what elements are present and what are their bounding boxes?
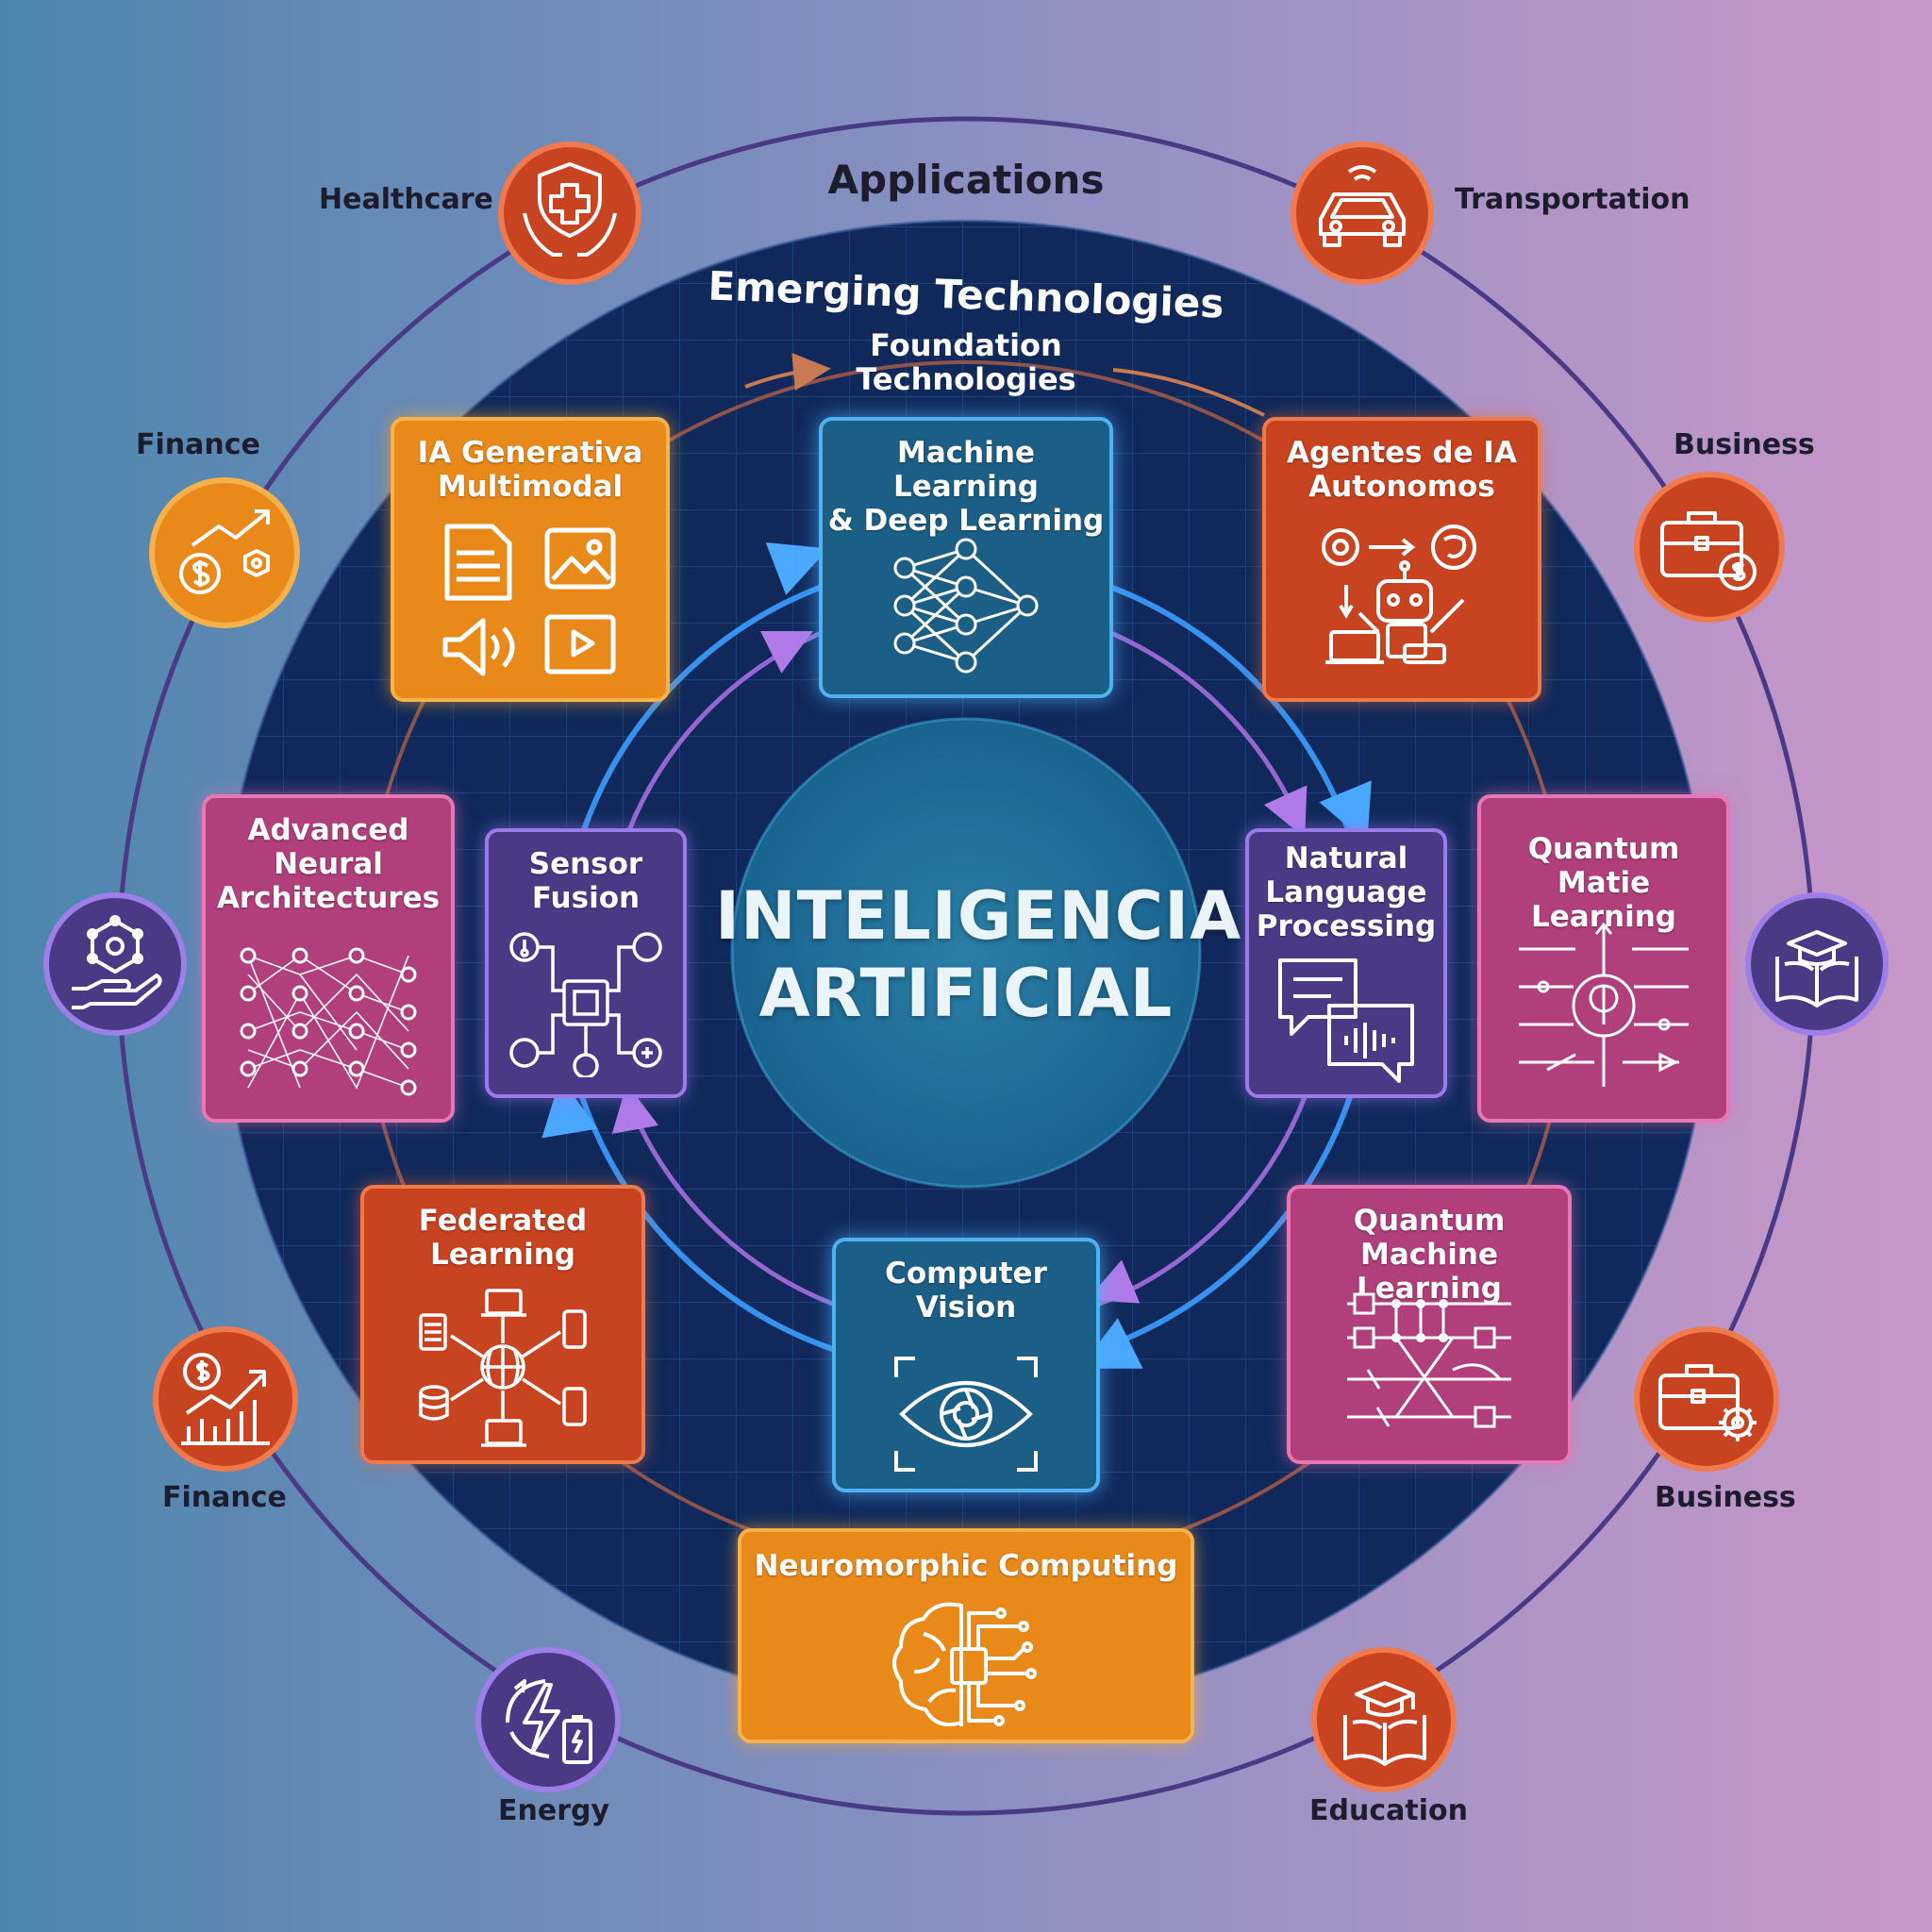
foundation-technologies-title: Foundation Technologies — [856, 327, 1076, 397]
card-title: Advanced Neural Architectures — [216, 813, 441, 915]
card-computer-vision[interactable]: Computer Vision — [832, 1238, 1100, 1492]
center-title: INTELIGENCIA ARTIFICIAL — [715, 877, 1242, 1032]
card-agentes-de-ia-autonomos[interactable]: Agentes de IA Autonomos — [1262, 417, 1541, 702]
card-title: Agentes de IA Autonomos — [1287, 436, 1517, 504]
card-natural-language-processing[interactable]: Natural Language Processing — [1245, 828, 1447, 1098]
card-title: Federated Learning — [418, 1204, 588, 1272]
book-graduation-icon — [1775, 930, 1858, 1008]
finance-bottom-node[interactable] — [153, 1326, 298, 1472]
eye-vision-icon — [894, 1357, 1038, 1472]
ai-hand-node[interactable] — [43, 892, 187, 1036]
energy-node[interactable] — [475, 1647, 621, 1792]
education-node[interactable] — [1311, 1647, 1457, 1792]
business-bottom-node[interactable] — [1634, 1326, 1779, 1472]
card-title: IA Generativa Multimodal — [417, 436, 643, 504]
finance-top-node[interactable] — [149, 477, 300, 628]
card-title: Machine Learning & Deep Learning — [827, 436, 1105, 538]
card-federated-learning[interactable]: Federated Learning — [360, 1185, 645, 1464]
business-top-label: Business — [1674, 428, 1815, 461]
media-types-icon — [442, 524, 616, 676]
transportation-node[interactable] — [1291, 142, 1434, 285]
card-ia-generativa-multimodal[interactable]: IA Generativa Multimodal — [391, 417, 670, 702]
card-neuromorphic-computing[interactable]: Neuromorphic Computing — [738, 1528, 1194, 1743]
card-machine-learning-deep-learning[interactable]: Machine Learning & Deep Learning — [819, 417, 1113, 698]
chat-speech-icon — [1278, 958, 1414, 1083]
sensor-chip-icon — [509, 932, 662, 1077]
card-title: Sensor Fusion — [528, 847, 643, 915]
federated-network-icon — [419, 1289, 587, 1447]
education-label: Education — [1309, 1794, 1468, 1827]
ai-hand-network-icon — [72, 915, 162, 1009]
education-book-icon — [1343, 1681, 1426, 1766]
healthcare-label: Healthcare — [319, 183, 493, 216]
card-quantum-machine-learning[interactable]: Quantum Machine Learning — [1287, 1185, 1572, 1464]
applications-title: Applications — [827, 157, 1105, 203]
finance-bottom-label: Finance — [162, 1481, 287, 1514]
card-sensor-fusion[interactable]: Sensor Fusion — [485, 828, 687, 1098]
card-title: Computer Vision — [885, 1257, 1047, 1324]
card-advanced-neural-architectures[interactable]: Advanced Neural Architectures — [202, 794, 455, 1123]
finance-growth-icon — [179, 509, 270, 594]
business-bottom-label: Business — [1655, 1481, 1796, 1514]
business-top-node[interactable] — [1634, 472, 1785, 623]
card-title: Natural Language Processing — [1256, 841, 1437, 943]
energy-battery-bolt-icon — [506, 1679, 592, 1764]
card-quantum-matie-learning[interactable]: Quantum Matie Learning — [1477, 794, 1730, 1123]
finance-chart-icon — [181, 1353, 270, 1445]
transportation-label: Transportation — [1455, 183, 1690, 216]
education-side-node[interactable] — [1745, 892, 1889, 1036]
quantum-circuit-icon — [1347, 1292, 1511, 1428]
energy-label: Energy — [498, 1794, 610, 1827]
robot-agent-icon — [1322, 525, 1476, 664]
deep-network-icon — [240, 947, 417, 1096]
card-title: Quantum Machine Learning — [1353, 1204, 1506, 1306]
neural-network-icon — [893, 538, 1039, 674]
finance-top-label: Finance — [136, 428, 260, 461]
briefcase-dollar-icon — [1660, 511, 1757, 591]
quantum-brain-icon — [1519, 922, 1689, 1087]
connected-car-icon — [1319, 165, 1406, 247]
card-title: Neuromorphic Computing — [754, 1549, 1178, 1583]
briefcase-gear-icon — [1658, 1364, 1757, 1441]
healthcare-node[interactable] — [498, 142, 641, 285]
brain-chip-icon — [892, 1602, 1037, 1727]
healthcare-shield-hands-icon — [523, 162, 617, 257]
card-title: Quantum Matie Learning — [1527, 832, 1680, 934]
